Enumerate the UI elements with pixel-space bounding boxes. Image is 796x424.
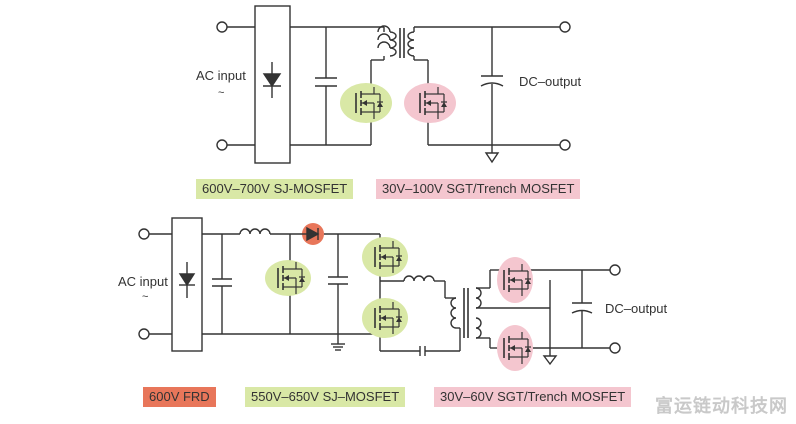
top-ac-input-label: AC input [196,68,246,83]
top-legend-sj: 600V–700V SJ-MOSFET [196,179,354,199]
bottom-legend-frd: 600V FRD [143,387,216,407]
top-circuit [216,5,571,164]
bottom-legend-sgt: 30V–60V SGT/Trench MOSFET [434,387,632,407]
top-dc-output-label: DC–output [519,74,582,89]
bottom-dc-output-label: DC–output [605,301,668,316]
top-ac-tilde: ~ [218,87,224,99]
bottom-ac-input-label: AC input [118,274,168,289]
bottom-ac-tilde: ~ [142,291,148,303]
bottom-legend-sj: 550V–650V SJ–MOSFET [245,387,406,407]
frd-diode-symbol [302,226,320,242]
top-legend-sgt: 30V–100V SGT/Trench MOSFET [376,179,581,199]
bottom-circuit [138,217,621,366]
watermark: 富运链动科技网 [655,396,788,417]
